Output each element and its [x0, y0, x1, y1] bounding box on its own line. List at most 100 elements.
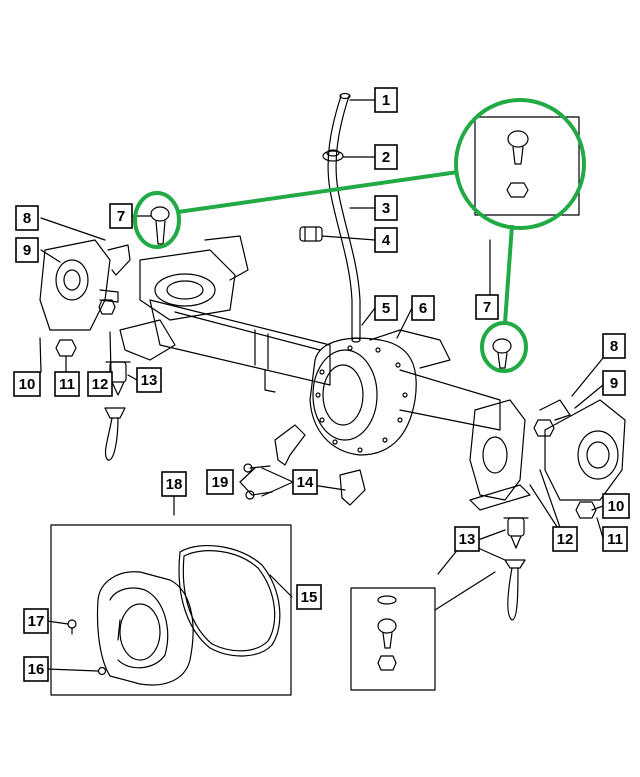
callout-c11a: 11 — [54, 371, 80, 397]
hose-clamp — [299, 226, 323, 242]
callout-box — [23, 656, 49, 682]
callout-box — [136, 367, 162, 393]
callout-box — [374, 144, 398, 170]
callout-c2: 2 — [374, 144, 398, 170]
callout-c18: 18 — [161, 471, 187, 497]
callout-number: 11 — [607, 531, 623, 548]
callout-box — [602, 370, 626, 396]
callout-number: 10 — [19, 376, 36, 393]
callout-number: 7 — [483, 299, 491, 316]
callout-box — [602, 526, 628, 552]
callout-number: 9 — [610, 375, 618, 392]
callout-c11b: 11 — [602, 526, 628, 552]
callout-c4: 4 — [374, 227, 398, 253]
callout-box — [206, 469, 234, 495]
callout-number: 7 — [117, 208, 125, 225]
upper-ball-joint-inset — [474, 116, 580, 216]
vent-tube — [327, 92, 361, 343]
differential-cover-inset — [50, 524, 292, 696]
callout-c13a: 13 — [136, 367, 162, 393]
callout-box — [161, 471, 187, 497]
callout-c8b: 8 — [602, 333, 626, 359]
callout-c15: 15 — [296, 584, 322, 610]
callout-c16: 16 — [23, 656, 49, 682]
callout-box — [296, 584, 322, 610]
lower-ball-joint-inset — [350, 587, 436, 691]
callout-number: 11 — [59, 376, 75, 393]
right-nut — [533, 419, 597, 519]
callout-number: 8 — [23, 210, 31, 227]
callout-box — [87, 371, 113, 397]
callout-c10a: 10 — [13, 371, 41, 397]
callout-box — [374, 295, 398, 321]
inset-lower-ball-joint — [377, 595, 397, 671]
callout-c12b: 12 — [552, 526, 578, 552]
left-dust-shield — [104, 407, 126, 461]
callout-c7a: 7 — [109, 203, 133, 229]
right-lower-ball-joint — [503, 517, 529, 621]
right-upper-ball-joint — [492, 338, 512, 369]
left-upper-ball-joint — [150, 206, 170, 245]
left-steering-knuckle — [39, 239, 119, 331]
callout-box — [292, 469, 318, 495]
leader-lines — [39, 99, 604, 672]
callout-c9a: 9 — [15, 237, 39, 263]
callout-c10b: 10 — [602, 493, 630, 519]
differential-cover — [96, 571, 194, 686]
callout-box — [374, 87, 398, 113]
right-bracket — [539, 399, 571, 421]
callout-number: 2 — [382, 149, 390, 166]
callout-box — [109, 203, 133, 229]
left-bracket — [107, 244, 131, 276]
callout-box — [602, 333, 626, 359]
right-knuckle-outer — [544, 399, 626, 501]
callout-c17: 17 — [23, 608, 49, 634]
callout-box — [374, 195, 398, 221]
callout-number: 4 — [382, 232, 391, 249]
callout-number: 13 — [459, 531, 476, 548]
callout-c6: 6 — [411, 295, 435, 321]
axle-housing — [149, 299, 501, 431]
callout-c14: 14 — [292, 469, 318, 495]
differential-housing — [309, 329, 451, 456]
callout-number: 13 — [141, 372, 158, 389]
callout-number: 12 — [557, 531, 574, 548]
callout-number: 5 — [382, 300, 390, 317]
callout-number: 6 — [419, 300, 427, 317]
left-axle-end — [119, 235, 249, 361]
callout-box — [13, 371, 41, 397]
callout-c8a: 8 — [15, 205, 39, 231]
callout-number: 3 — [382, 200, 390, 217]
callout-box — [23, 608, 49, 634]
highlight-overlay — [133, 98, 586, 373]
callout-box — [54, 371, 80, 397]
callout-box — [15, 205, 39, 231]
callout-number: 9 — [23, 242, 31, 259]
callout-c13b: 13 — [454, 526, 480, 552]
inset-upper-ball-joint — [506, 130, 529, 198]
callout-number: 15 — [301, 589, 318, 606]
bracket-bolts — [243, 463, 273, 500]
callout-number: 8 — [610, 338, 618, 355]
callout-c3: 3 — [374, 195, 398, 221]
callout-number: 14 — [297, 474, 314, 491]
callout-box — [374, 227, 398, 253]
callout-number: 10 — [608, 498, 625, 515]
callout-number: 16 — [28, 661, 45, 678]
callout-number: 12 — [92, 376, 109, 393]
callout-number: 18 — [166, 476, 183, 493]
callout-c7b: 7 — [475, 294, 499, 320]
callout-number: 19 — [212, 474, 229, 491]
callout-c19: 19 — [206, 469, 234, 495]
callout-number: 1 — [382, 92, 390, 109]
callout-box — [475, 294, 499, 320]
callout-c5: 5 — [374, 295, 398, 321]
callout-c12a: 12 — [87, 371, 113, 397]
callout-c1: 1 — [374, 87, 398, 113]
callout-box — [552, 526, 578, 552]
callout-c9b: 9 — [602, 370, 626, 396]
cover-bolt — [67, 619, 77, 635]
left-nut — [55, 299, 116, 357]
